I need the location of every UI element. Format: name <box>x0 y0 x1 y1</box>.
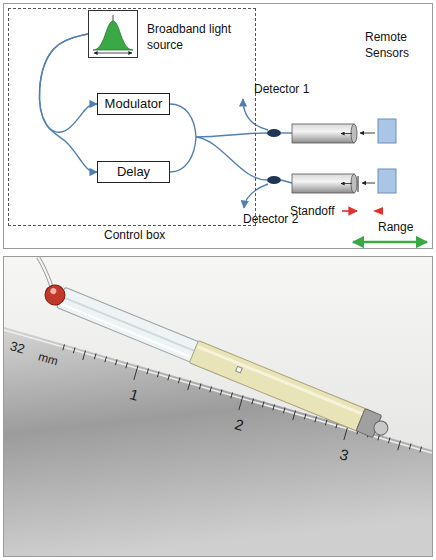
ruler-tick <box>378 435 380 441</box>
fiber-line <box>196 133 267 137</box>
ruler-tick <box>420 447 422 453</box>
fiber-cable <box>38 257 52 288</box>
sensor-photo <box>42 282 68 308</box>
ruler-tick <box>388 438 390 444</box>
gaussian-icon <box>94 53 132 54</box>
standoff-arrow <box>342 210 357 212</box>
fiber-line <box>170 99 268 208</box>
detector-label: Detector 1 <box>254 82 309 98</box>
ruler-tick <box>83 350 86 360</box>
ruler-number: 3 <box>337 444 350 465</box>
control-box: Control boxBroadband light sourceModulat… <box>8 8 256 226</box>
fiber-coupler <box>267 129 281 137</box>
ruler-tick <box>188 380 191 390</box>
light-source-box: Broadband light source <box>88 10 138 58</box>
ruler-tick <box>73 347 75 353</box>
panel-frame <box>4 4 433 249</box>
ruler-unit: mm <box>36 350 60 371</box>
fiber-cable <box>38 257 52 288</box>
ruler-number: 1 <box>127 384 140 405</box>
fiber-coupler <box>281 180 292 183</box>
dimension-label: Range <box>378 220 413 236</box>
ruler-tick <box>293 411 296 421</box>
sensor-head <box>292 124 354 143</box>
ruler-tick <box>157 371 159 377</box>
range-arrow <box>353 241 427 244</box>
standoff-arrow <box>373 207 383 215</box>
ruler-tick <box>273 405 275 411</box>
sensor-photo <box>49 287 57 295</box>
ruler-tick <box>147 368 149 374</box>
ruler-tick <box>168 374 170 380</box>
ruler-tick <box>126 362 128 368</box>
box-label: Delay <box>117 164 150 181</box>
panel-frame <box>4 257 433 557</box>
sensor-head <box>292 174 354 193</box>
ruler-tick <box>283 408 285 414</box>
gaussian-icon <box>93 21 133 50</box>
photo-background <box>4 257 432 556</box>
box-heading: Broadband light source <box>147 22 239 53</box>
ruler-tick <box>304 414 306 420</box>
fiber-coupler <box>281 132 292 133</box>
ruler <box>4 327 432 556</box>
sensor-photo <box>198 347 363 414</box>
fiber-cable <box>38 257 52 288</box>
fiber-coupler <box>267 176 281 184</box>
box-label: Modulator <box>105 96 163 113</box>
sensor-photo <box>189 341 367 432</box>
ruler-tick <box>409 444 411 450</box>
ruler-tick <box>325 420 327 426</box>
ruler-tick <box>231 392 233 398</box>
target <box>360 119 396 193</box>
ruler-number: 32 <box>8 338 27 358</box>
fiber-line <box>244 184 268 208</box>
ruler-tick <box>134 365 138 379</box>
target <box>360 133 375 134</box>
ruler-tick <box>315 417 317 423</box>
dimension-label: Standoff <box>290 204 334 220</box>
sensor-photo <box>236 366 243 373</box>
gaussian-icon <box>93 15 133 53</box>
sensor-head <box>341 183 352 184</box>
ruler-number: 2 <box>232 414 245 435</box>
box-heading: Control box <box>104 228 165 244</box>
ruler-tick <box>239 395 243 409</box>
ruler-tick <box>94 353 96 359</box>
sensor-photo <box>41 280 392 442</box>
ruler-tick <box>115 359 117 365</box>
target <box>378 169 396 193</box>
ruler-tick <box>63 344 65 350</box>
ruler-tick <box>262 402 264 408</box>
sensor-photo <box>372 419 390 437</box>
ruler-bevel <box>4 330 432 453</box>
ruler-tick <box>210 386 212 392</box>
ruler-tick <box>252 399 254 405</box>
ruler-tick <box>199 383 201 389</box>
fiber-line <box>196 137 267 180</box>
standoff-arrow <box>342 207 383 215</box>
ruler-tick <box>178 377 180 383</box>
sensor-label: Remote Sensors <box>365 30 427 61</box>
sensor-head <box>341 133 352 134</box>
sensor-head <box>358 176 359 192</box>
target <box>378 119 396 143</box>
sensor-head <box>292 124 358 193</box>
fiber-line <box>170 104 196 137</box>
ruler-tick <box>105 356 107 362</box>
target <box>362 183 375 184</box>
process-box: Modulator <box>97 93 170 115</box>
fiber-coupler <box>267 129 292 184</box>
fiber-line <box>170 137 196 172</box>
process-box: Delay <box>97 161 170 183</box>
ruler-tick <box>220 389 222 395</box>
ruler-tick <box>398 441 401 451</box>
